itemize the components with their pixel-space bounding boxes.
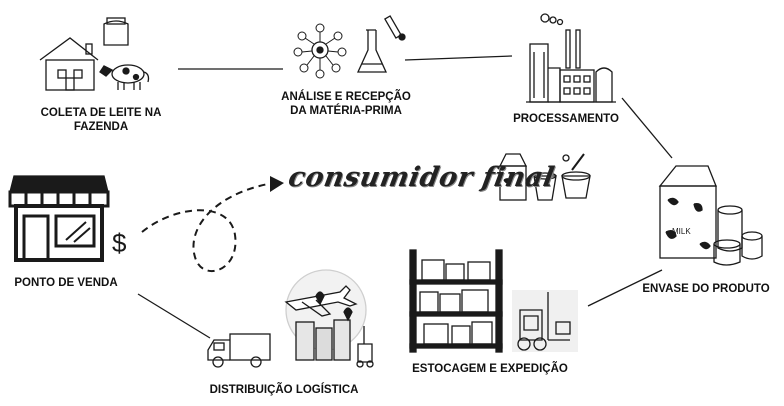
dairy-products-icon [498,153,591,201]
milk-carton-text: MILK [672,227,691,236]
stage-label-distribuicao: DISTRIBUIÇÃO LOGÍSTICA [209,384,359,396]
consumer-label: consumidor final [286,162,558,193]
dashed-arrow-head [270,176,284,192]
connector-analise-processamento [404,55,513,61]
stage-label-estocagem: ESTOCAGEM E EXPEDIÇÃO [412,363,568,375]
farm-house-cow-icon [39,17,150,91]
stage-label-envase: ENVASE DO PRODUTO [642,283,770,295]
storefront-icon [8,175,110,262]
stage-label-processamento: PROCESSAMENTO [513,113,619,125]
factory-icon [526,13,616,103]
connector-venda-distribuicao [137,293,211,339]
dashed-loop-arrow [141,183,269,272]
stage-label-ponto-venda: PONTO DE VENDA [14,277,118,289]
logistics-truck-plane-icon [207,269,374,368]
warehouse-forklift-icon [409,249,578,353]
connector-envase-estocagem [587,269,663,307]
milk-packaging-icon: MILK [658,165,763,266]
stage-label-coleta: COLETA DE LEITE NA FAZENDA [40,107,162,133]
currency-symbol: $ [112,228,127,258]
stage-label-analise: ANÁLISE E RECEPÇÃO DA MATÉRIA-PRIMA [281,91,411,117]
connector-processamento-envase [621,97,673,159]
lab-analysis-icon [293,15,406,79]
